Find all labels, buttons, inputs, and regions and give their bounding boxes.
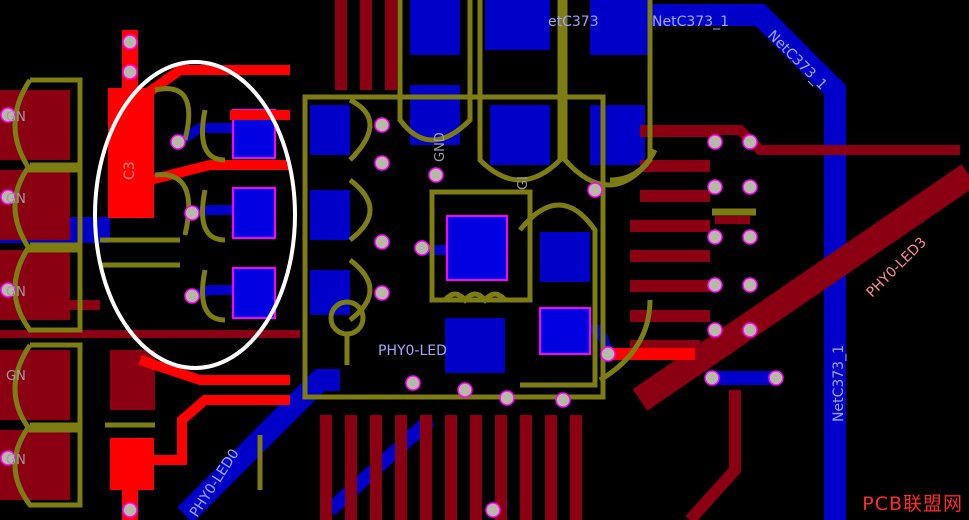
net-label-vertical: NetC373_1 — [831, 345, 847, 422]
gnd-label-left: GN — [6, 192, 26, 207]
component-ref-c3: C3 — [122, 161, 138, 180]
net-labels: etC373 NetC373_1 NetC373_1 NetC373_1 PHY… — [187, 14, 847, 520]
net-label-led0: PHY0-LED0 — [187, 446, 243, 520]
gnd-label-center: GND — [433, 132, 448, 162]
gnd-label-left: GN — [6, 369, 26, 384]
net-label-top-1: etC373 — [548, 14, 599, 30]
gnd-label-left: GN — [6, 453, 26, 468]
silkscreen-layer — [12, 0, 756, 508]
net-label-led-center: PHY0-LED — [378, 343, 447, 359]
gnd-label-left: GN — [6, 285, 26, 300]
vias[interactable] — [0, 34, 784, 518]
highlight-ellipse — [93, 60, 297, 370]
gnd-label-left: GN — [6, 110, 26, 125]
watermark: PCB联盟网 — [862, 493, 963, 515]
gnd-label-center-2: GI — [516, 176, 531, 190]
net-label-top-2: NetC373_1 — [652, 14, 729, 30]
